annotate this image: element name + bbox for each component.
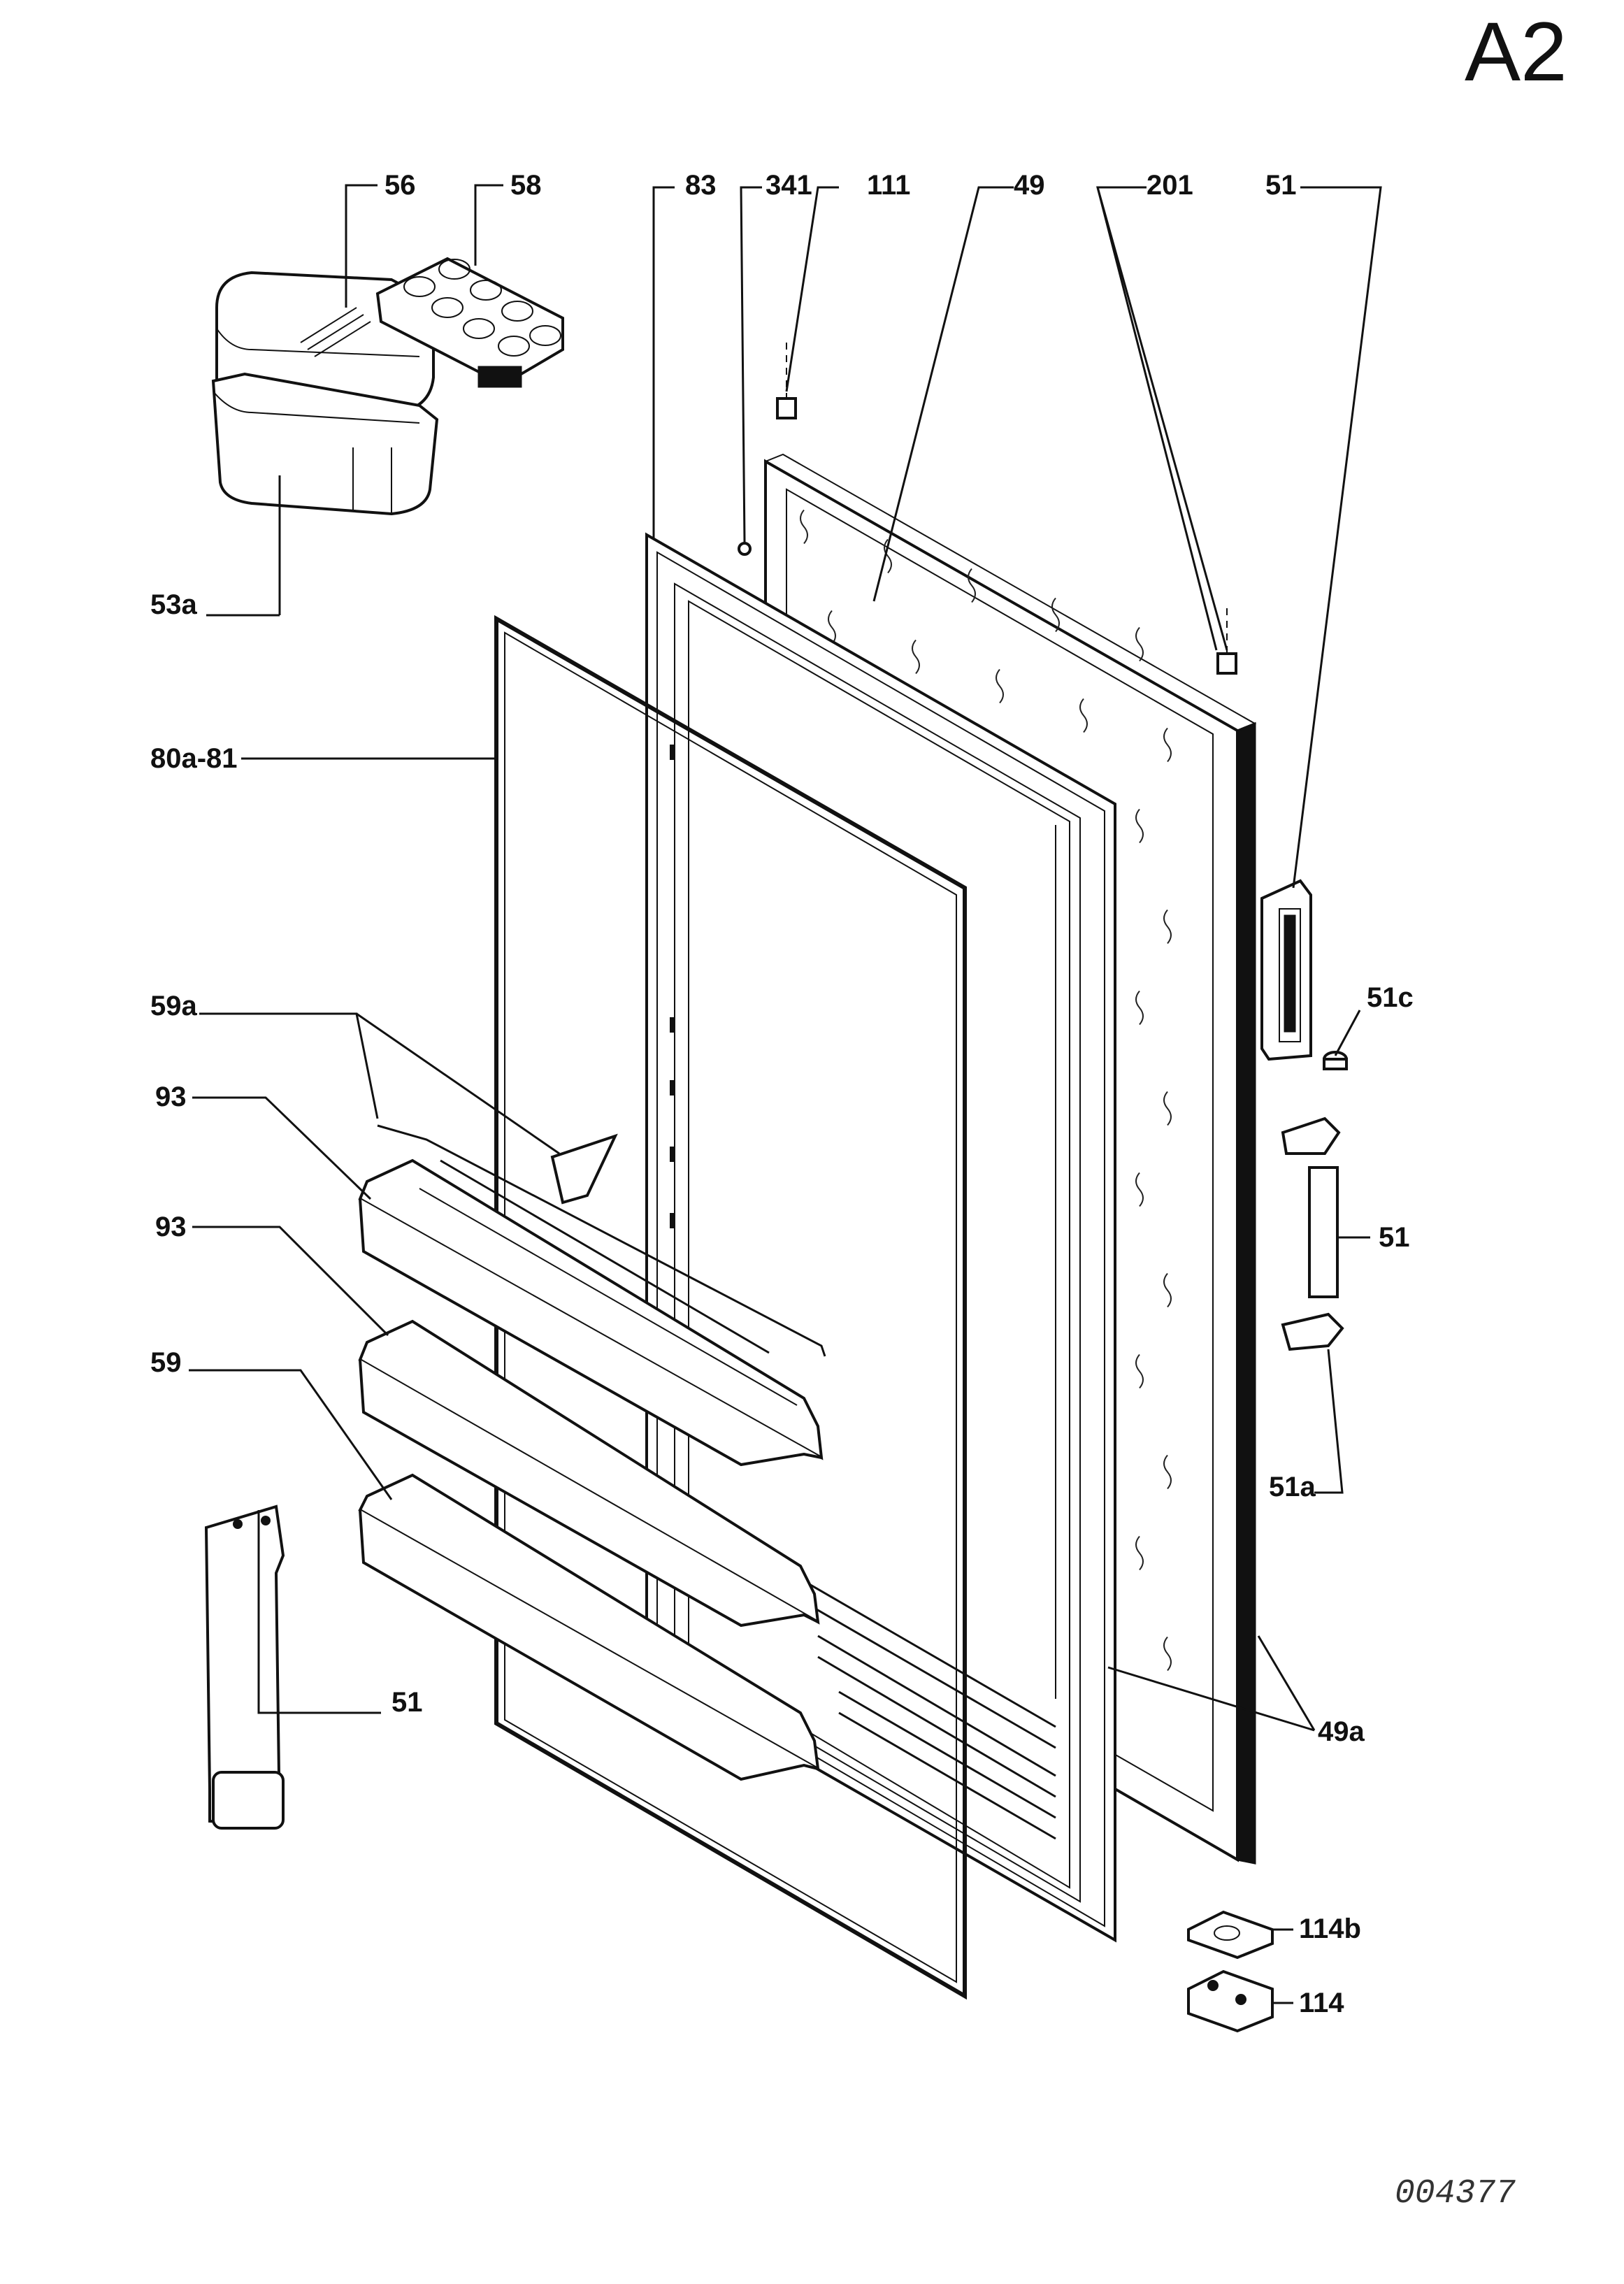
hinge-bracket-51 bbox=[204, 1504, 285, 1830]
door-shelf-upper bbox=[358, 1158, 824, 1467]
egg-tray bbox=[375, 257, 564, 388]
butter-dish-base bbox=[211, 372, 439, 516]
insulation-squiggle bbox=[1135, 990, 1144, 1026]
insulation-squiggle bbox=[1163, 1636, 1172, 1672]
door-shelf-middle bbox=[358, 1319, 820, 1628]
leader-lines bbox=[189, 184, 1382, 2004]
callout-93-lower: 93 bbox=[155, 1212, 187, 1242]
plug-201 bbox=[1216, 608, 1237, 675]
plate-114b bbox=[1187, 1910, 1274, 1960]
plug-111 bbox=[776, 343, 797, 419]
insulation-squiggle bbox=[1135, 1172, 1144, 1207]
sheet-id: A2 bbox=[1465, 5, 1567, 99]
callout-labels: 56 58 83 341 111 49 201 51 53a 80a-81 59… bbox=[150, 170, 1414, 2018]
callout-51-top: 51 bbox=[1265, 170, 1297, 201]
insulation-squiggle bbox=[1163, 1454, 1172, 1490]
insulation-squiggle bbox=[1163, 1272, 1172, 1308]
insulation-squiggle bbox=[884, 538, 892, 574]
callout-51a: 51a bbox=[1269, 1472, 1316, 1502]
callout-83: 83 bbox=[685, 170, 717, 201]
document-number: 004377 bbox=[1395, 2175, 1516, 2213]
insulation-squiggle bbox=[1135, 1535, 1144, 1571]
callout-59: 59 bbox=[150, 1347, 182, 1378]
screw-341 bbox=[738, 542, 752, 556]
callout-114: 114 bbox=[1299, 1988, 1344, 2018]
callout-49: 49 bbox=[1014, 170, 1045, 201]
handle-51 bbox=[1260, 879, 1312, 1061]
shelf-bar bbox=[377, 1124, 826, 1357]
insulation-squiggle bbox=[968, 568, 976, 603]
callout-51-hinge: 51 bbox=[1379, 1222, 1410, 1253]
screw-51c bbox=[1323, 1051, 1348, 1070]
callout-341: 341 bbox=[766, 170, 812, 201]
callout-49a: 49a bbox=[1318, 1716, 1365, 1747]
insulation-squiggle bbox=[1163, 909, 1172, 945]
callout-93-upper: 93 bbox=[155, 1082, 187, 1112]
door-gasket bbox=[494, 615, 967, 2000]
callout-56: 56 bbox=[385, 170, 416, 201]
hinge-51 bbox=[1281, 1116, 1344, 1351]
insulation-squiggle bbox=[1163, 1091, 1172, 1126]
insulation-squiggle bbox=[1163, 727, 1172, 763]
insulation-squiggle bbox=[996, 668, 1004, 704]
insulation-squiggle bbox=[1135, 1353, 1144, 1389]
callout-51c: 51c bbox=[1367, 982, 1414, 1013]
insulation-squiggle bbox=[912, 639, 920, 675]
callout-51-bottom: 51 bbox=[391, 1687, 423, 1718]
insulation-squiggle bbox=[1051, 597, 1060, 633]
callout-114b: 114b bbox=[1299, 1913, 1361, 1944]
callout-53a: 53a bbox=[150, 589, 197, 620]
callout-80a-81: 80a-81 bbox=[150, 743, 238, 774]
insulation-squiggle bbox=[1135, 626, 1144, 662]
door-shelf-lower bbox=[358, 1473, 820, 1781]
callout-58: 58 bbox=[510, 170, 542, 201]
insulation-squiggle bbox=[828, 610, 836, 645]
insulation-squiggle bbox=[1135, 808, 1144, 844]
plate-114 bbox=[1187, 1969, 1274, 2033]
callout-201: 201 bbox=[1147, 170, 1193, 201]
insulation-squiggle bbox=[1079, 698, 1088, 733]
callout-59a: 59a bbox=[150, 991, 197, 1021]
callout-111: 111 bbox=[867, 170, 910, 201]
insulation-squiggle bbox=[800, 509, 808, 545]
